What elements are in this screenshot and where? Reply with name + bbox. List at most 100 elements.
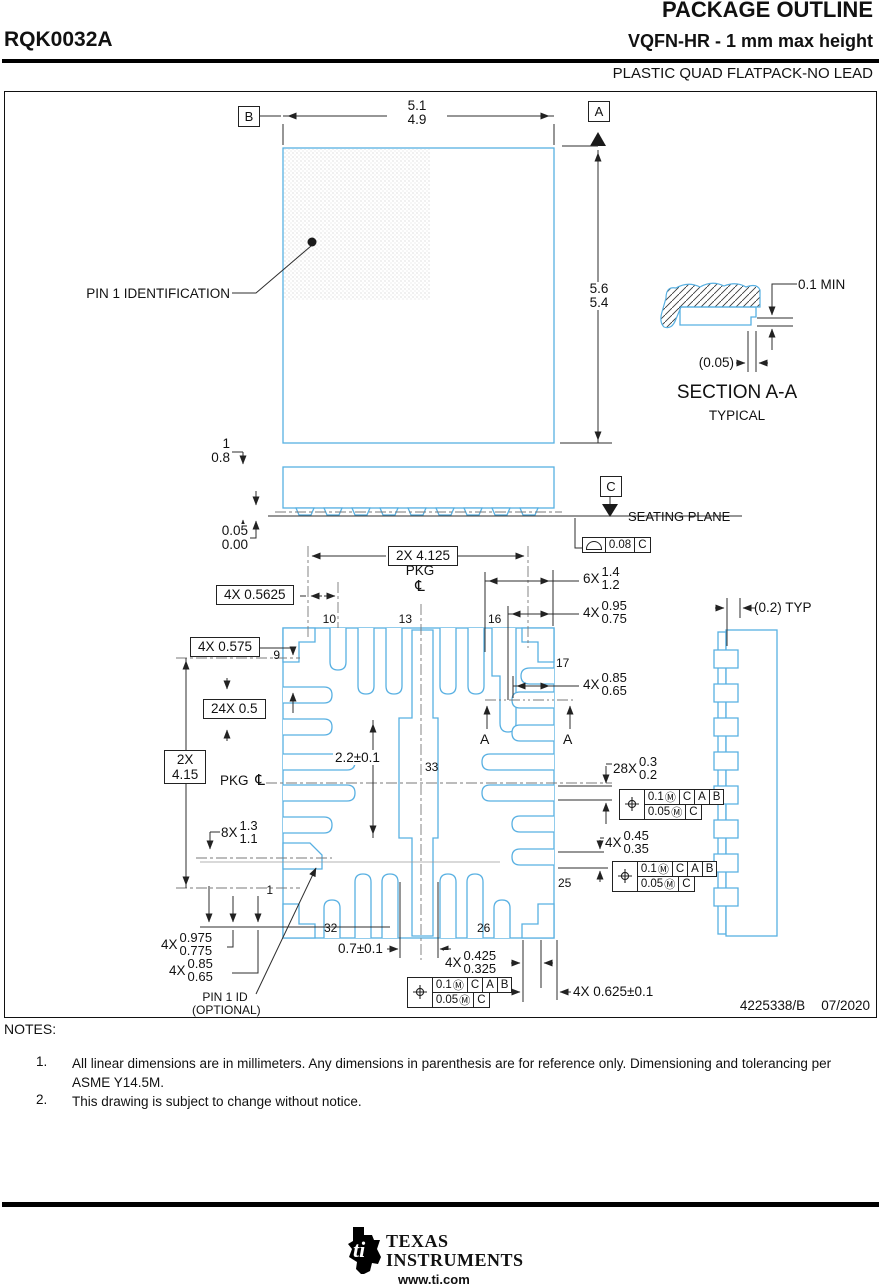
dim-min: 0.325 (463, 960, 497, 976)
section-title: SECTION A-A (676, 382, 798, 403)
tolerance-value: 0.05 (647, 805, 671, 818)
drawing-frame (4, 91, 877, 1018)
pin1-quadrant-stipple (284, 149, 430, 300)
drawing-number: 4225338/B (739, 998, 806, 1013)
flatness-control-frame: 0.08 C (581, 537, 651, 553)
package-geometry (282, 147, 778, 939)
datum-ref-c: C (466, 978, 482, 992)
seating-plane-label: SEATING PLANE (628, 509, 731, 524)
pkg-text: PKG (220, 773, 249, 788)
datum-a-triangle (590, 132, 606, 146)
pin1-id-line2: (OPTIONAL) (192, 1003, 261, 1017)
pin-number-33: 33 (425, 760, 439, 774)
pin1-identification-label: PIN 1 IDENTIFICATION (86, 286, 230, 301)
datum-ref-b: B (708, 790, 724, 804)
dim-package-height: 1 0.8 (198, 437, 232, 465)
dim-max: 0.05 (221, 523, 248, 538)
pkg-centerline-label-left: PKG ℄ (220, 773, 265, 788)
datum-b-label: B (244, 109, 254, 124)
flatness-tolerance: 0.08 (604, 538, 634, 552)
tolerance-value: 0.05 (435, 993, 459, 1006)
datum-ref-a: A (694, 790, 709, 804)
dim-min: 0.8 (211, 450, 230, 465)
tolerance-value: 0.1 (435, 979, 452, 991)
dim-max: 0.95 (601, 598, 627, 613)
dim-corner-pitch: 4X 0.575 (190, 637, 261, 657)
dim-thermal-pad-width: 0.7±0.1 (336, 941, 385, 956)
dim-min: 0.2 (639, 766, 658, 782)
dim-prefix: 2X (176, 752, 194, 767)
pin-number-17: 17 (556, 656, 570, 670)
dim-min: 1.1 (239, 830, 258, 846)
tolerance-value: 0.1 (640, 863, 657, 875)
dim-prefix: 8X (221, 825, 238, 840)
dim-prefix: 4X (583, 677, 600, 692)
dim-min: 5.4 (589, 295, 609, 310)
dim-prefix: 4X (161, 937, 178, 952)
package-subtitle-text: VQFN-HR - 1 mm max height (627, 31, 873, 51)
datum-ref-a: A (482, 978, 497, 992)
dim-min: 0.775 (179, 942, 213, 958)
dim-min: 1.2 (601, 576, 620, 592)
mmc-modifier: Ⓜ (664, 878, 676, 891)
drawing-date: 07/2020 (821, 998, 870, 1013)
dim-min: 0.00 (221, 537, 248, 552)
datum-a-box: A (588, 101, 610, 122)
pkg-centerline-label-top: PKG (405, 563, 435, 578)
mmc-modifier: Ⓜ (657, 864, 669, 876)
dim-prefix: 4X (583, 605, 600, 620)
dim-row-span: 2X 4.15 (164, 750, 207, 784)
pin-number-9: 9 (273, 648, 280, 662)
section-subtitle: TYPICAL (708, 408, 766, 423)
dim-prefix: 28X (613, 761, 638, 776)
brand-line2: INSTRUMENTS (386, 1250, 524, 1270)
dim-max: 0.3 (639, 754, 658, 769)
dim-max: 1.4 (601, 564, 620, 579)
mmc-modifier: Ⓜ (452, 980, 464, 992)
ti-logo-icon: ti (341, 1226, 381, 1279)
dim-max: 1 (222, 436, 230, 451)
pin1-id-line1: PIN 1 ID (202, 990, 248, 1004)
dim-body-width: 5.1 4.9 (387, 99, 447, 127)
flatness-datum: C (634, 538, 649, 552)
dim-min: 0.35 (623, 840, 649, 856)
dim-section-ref: (0.05) (698, 355, 734, 370)
section-cut-label-right: A (563, 731, 573, 747)
datum-ref-c: C (671, 862, 687, 876)
dimension-arrows (182, 112, 797, 996)
footer-url: www.ti.com (398, 1272, 470, 1287)
note-1-text: All linear dimensions are in millimeters… (72, 1056, 832, 1090)
datum-b-box: B (238, 106, 260, 127)
flatness-symbol-cell (583, 538, 605, 552)
centerlines (176, 511, 612, 960)
pin-number-26: 26 (477, 921, 491, 935)
dim-typ-02: (0.2) TYP (754, 600, 812, 615)
footer-rule (2, 1202, 879, 1207)
dim-half-pitch: 2X 4.125 (388, 546, 459, 566)
notes-heading: NOTES: (4, 1021, 57, 1037)
dim-standoff: 0.05 0.00 (204, 524, 250, 552)
dim-lead-gap: 0.1 MIN (798, 277, 846, 292)
dim-max: 5.1 (407, 98, 427, 113)
mmc-modifier: Ⓜ (671, 806, 683, 819)
dim-min: 4.9 (407, 112, 427, 127)
datum-ref-b: B (701, 862, 717, 876)
tolerance-value: 0.1 (647, 791, 664, 803)
seating-plane-flatness-icon (585, 541, 602, 550)
dim-0625: 4X 0.625±0.1 (573, 984, 654, 999)
header-rule (2, 59, 879, 63)
